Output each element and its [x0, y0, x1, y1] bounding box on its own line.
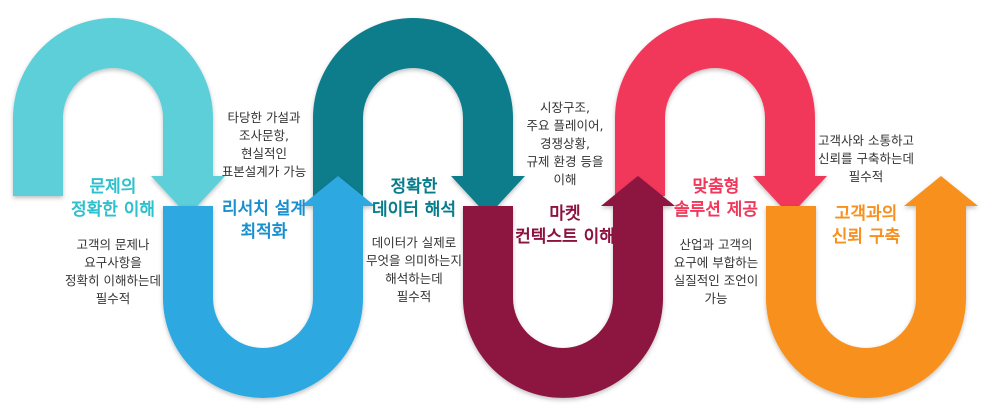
- gear-icon: [236, 270, 294, 328]
- step-1-desc: 고객의 문제나 요구사항을 정확히 이해하는데 필수적: [65, 237, 161, 306]
- step-5-title: 맞춤형 솔루션 제공: [673, 177, 759, 220]
- step-4-desc: 시장구조, 주요 플레이어, 경쟁상황, 규제 환경 등을 이해: [526, 100, 604, 187]
- segment-2-u: [163, 176, 375, 398]
- segment-6-u: [766, 176, 978, 398]
- target-icon: [85, 83, 143, 141]
- pie-chart-icon: [386, 83, 444, 141]
- step-2-title: 리서치 설계 최적화: [221, 199, 307, 242]
- step-6-title: 고객과의 신뢰 구축: [831, 204, 901, 247]
- step-3-title: 정확한 데이터 해석: [371, 177, 457, 220]
- handshake-icon: [838, 276, 896, 334]
- step-2-desc: 타당한 가설과 조사문항, 현실적인 표본설계가 가능: [221, 110, 307, 179]
- step-1-title: 문제의 정확한 이해: [70, 177, 156, 220]
- segment-5-arch: [615, 18, 827, 216]
- step-5-desc: 산업과 고객의 요구에 부합하는 실질적인 조언이 가능: [673, 237, 759, 306]
- person-icon: [536, 270, 594, 328]
- step-3-desc: 데이터가 실제로 무엇을 의미하는지 해석하는데 필수적: [366, 235, 462, 304]
- segment-4-u: [463, 176, 675, 398]
- segment-1-arch: [13, 18, 225, 217]
- segment-3-arch: [313, 18, 525, 216]
- step-6-desc: 고객사와 소통하고 신뢰를 구축하는데 필수적: [818, 133, 914, 184]
- step-4-title: 마켓 컨텍스트 이해: [515, 204, 615, 247]
- briefcase-icon: [688, 83, 746, 141]
